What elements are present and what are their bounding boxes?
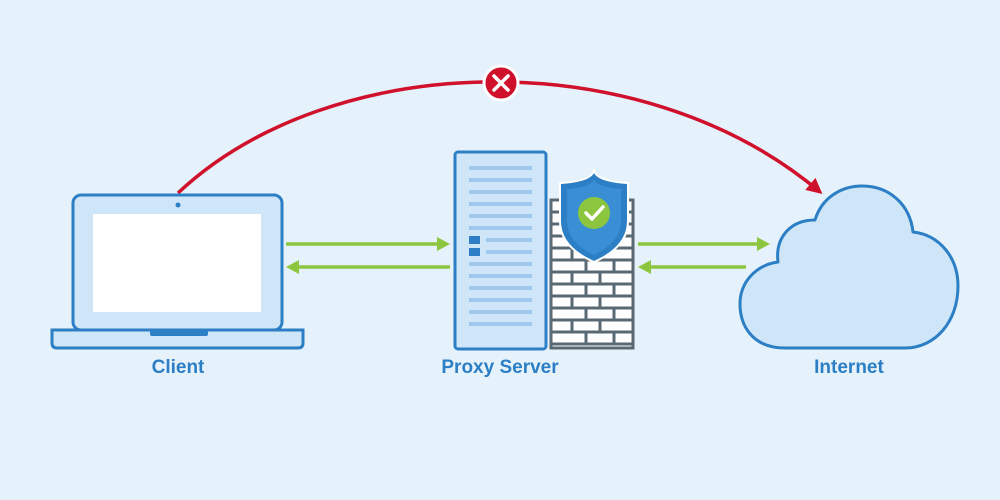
laptop-icon xyxy=(50,193,305,350)
server-tower-icon xyxy=(453,150,548,351)
proxy-internet-connection xyxy=(638,237,770,274)
x-circle-icon xyxy=(482,64,520,102)
cloud-icon xyxy=(738,184,960,350)
blocked-connection xyxy=(176,64,823,195)
shield-check-icon xyxy=(559,168,629,264)
client-proxy-connection xyxy=(286,237,450,274)
proxy-server-label: Proxy Server xyxy=(441,357,559,378)
client-label: Client xyxy=(151,357,205,378)
internet-label: Internet xyxy=(814,357,884,378)
